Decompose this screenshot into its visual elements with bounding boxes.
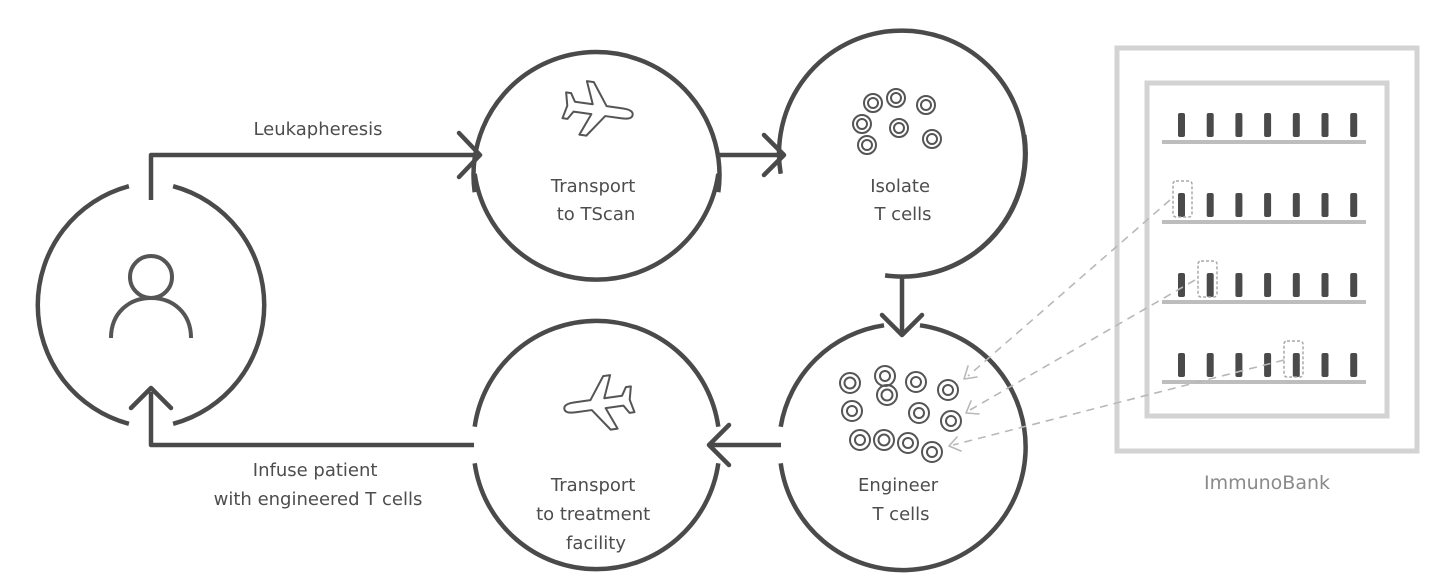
vial [1235, 273, 1243, 297]
to-transport-facility-arrow [706, 422, 781, 468]
freezer-outer-frame [1114, 45, 1420, 454]
isolate-label: Isolate T cells [870, 176, 936, 225]
vial [1178, 273, 1185, 297]
transport-facility-label: Transport to treatment facility [536, 475, 656, 554]
airplane-icon [563, 374, 636, 431]
vial [1264, 113, 1272, 137]
vial [1178, 353, 1185, 377]
vial [1350, 113, 1358, 137]
vial [1264, 273, 1272, 297]
transport-facility-node: Transport to treatment facility [472, 318, 721, 572]
vial [1235, 113, 1243, 137]
vial [1321, 353, 1329, 377]
leukapheresis-label: Leukapheresis [253, 119, 382, 140]
patient-node [35, 184, 267, 426]
engineer-ring [778, 323, 1028, 573]
vial [1178, 193, 1185, 217]
vial [1350, 273, 1358, 297]
vial [1178, 113, 1185, 137]
engineer-node: Engineer T cells [778, 323, 1028, 573]
immunobank-label: ImmunoBank [1204, 472, 1330, 494]
vial [1350, 193, 1358, 217]
freezer-shelves [1162, 140, 1366, 384]
vial [1206, 353, 1214, 377]
vial [1321, 193, 1329, 217]
patient-ring-left [35, 184, 130, 426]
vial [1206, 273, 1214, 297]
freezer-vials [1178, 113, 1358, 377]
person-icon [109, 254, 193, 339]
isolate-node: Isolate T cells [776, 28, 1028, 279]
to-engineer-arrow [879, 276, 925, 338]
immunobank-freezer [1114, 45, 1420, 454]
freezer-inner-frame [1144, 80, 1390, 419]
vial [1292, 113, 1300, 137]
vial [1350, 353, 1358, 377]
patient-ring-right [172, 184, 267, 426]
bank-to-engineer-links [948, 199, 1285, 452]
vial [1321, 273, 1329, 297]
cell-cluster-icon [852, 88, 942, 155]
transport-tscan-node: Transport to TScan [471, 49, 722, 282]
transport-tscan-ring [471, 49, 722, 193]
vial [1235, 193, 1243, 217]
vial [1206, 113, 1214, 137]
infuse-label: Infuse patient with engineered T cells [214, 460, 423, 510]
airplane-icon [561, 80, 634, 137]
vial [1292, 193, 1300, 217]
vial [1321, 113, 1329, 137]
transport-tscan-label: Transport to TScan [550, 176, 641, 225]
to-isolate-arrow [718, 132, 787, 178]
vial [1264, 193, 1272, 217]
selected-vial-markers [1172, 180, 1304, 378]
engineer-label: Engineer T cells [858, 475, 944, 525]
transport-facility-ring [472, 318, 721, 428]
infuse-arrow [128, 385, 474, 448]
vial [1206, 193, 1214, 217]
leukapheresis-arrow [148, 130, 483, 200]
vial [1292, 353, 1300, 377]
vial [1235, 353, 1243, 377]
engineered-cell-cluster-icon [839, 365, 962, 463]
vial [1292, 273, 1300, 297]
